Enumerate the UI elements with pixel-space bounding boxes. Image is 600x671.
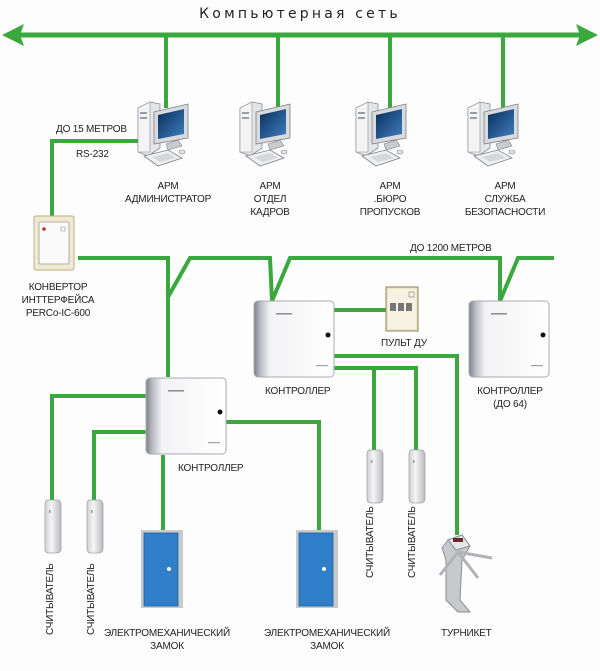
label-line: ЗАМОК [310,641,344,652]
label-line: СЛУЖБА [484,194,526,205]
lock-1-label: ЭЛЕКТРОМЕХАНИЧЕСКИЙ ЗАМОК [102,627,232,653]
controller-2-label: КОНТРОЛЛЕР [265,386,331,397]
reader-3-label: СЧИТЫВАТЕЛЬ [365,506,376,578]
arrow-left-icon [2,24,24,46]
rs232-distance-label: ДО 15 МЕТРОВ [56,124,127,135]
label-line: АРМ [259,181,281,192]
controller-device-3 [468,300,550,378]
lock-2-label: ЭЛЕКТРОМЕХАНИЧЕСКИЙ ЗАМОК [262,627,392,653]
workstation-admin-label: АРМ АДМИНИСТРАТОР [108,180,228,206]
controller-device-1 [145,377,227,455]
label-line: БЕЗОПАСНОСТИ [464,207,546,218]
lock-door-2 [295,529,339,609]
label-line: АРМ [157,181,179,192]
converter-label: КОНВЕРТОР ИНТТЕРФЕЙСА PERCo-IC-600 [8,281,108,320]
reader-2-label: СЧИТЫВАТЕЛЬ [86,563,97,635]
bus-distance-label: ДО 1200 МЕТРОВ [410,243,492,254]
controller-1-label: КОНТРОЛЛЕР [178,463,244,474]
controller-device-2 [253,300,335,378]
turnstile-label: ТУРНИКЕТ [441,628,492,639]
label-line: АРМ [494,181,516,192]
workstation-pass-office-label: АРМ .БЮРО ПРОПУСКОВ [340,180,440,219]
network-bus [2,24,598,46]
workstation-security-label: АРМ СЛУЖБА БЕЗОПАСНОСТИ [450,180,560,219]
label-line: КОНТРОЛЛЕР [477,386,543,397]
arrow-right-icon [576,24,598,46]
connection-lines [50,35,554,535]
label-line: ЗАМОК [150,641,184,652]
label-line: КОНВЕРТОР [28,282,88,293]
label-line: АДМИНИСТРАТОР [124,194,212,205]
label-line: АРМ [379,181,401,192]
label-line: PERCo-IC-600 [25,308,91,319]
controller-3-label: КОНТРОЛЛЕР (ДО 64) [470,385,550,411]
label-line: ПРОПУСКОВ [359,207,421,218]
reader-device-3 [366,449,384,504]
rs232-label: RS-232 [76,149,109,160]
workstation-hr [239,101,291,167]
label-line: ЭЛЕКТРОМЕХАНИЧЕСКИЙ [264,628,390,639]
label-line: ЭЛЕКТРОМЕХАНИЧЕСКИЙ [104,628,230,639]
lock-door-1 [140,529,184,609]
label-line: (ДО 64) [493,399,527,410]
label-line: .БЮРО [373,194,407,205]
reader-device-1 [44,499,62,554]
workstation-hr-label: АРМ ОТДЕЛ КАДРОВ [220,180,320,219]
network-title: Компьютерная сеть [199,6,401,22]
converter-device [33,215,75,271]
reader-1-label: СЧИТЫВАТЕЛЬ [45,563,56,635]
reader-device-4 [408,449,426,504]
remote-label: ПУЛЬТ ДУ [381,338,427,349]
workstation-pass-office [355,101,407,167]
reader-device-2 [86,499,104,554]
label-line: ИНТТЕРФЕЙСА [21,295,95,306]
label-line: КАДРОВ [250,207,290,218]
reader-4-label: СЧИТЫВАТЕЛЬ [407,506,418,578]
turnstile-device [438,534,493,613]
workstation-admin [137,101,189,167]
label-line: ОТДЕЛ [253,194,287,205]
remote-control-panel [385,286,419,332]
workstation-security [467,101,519,167]
